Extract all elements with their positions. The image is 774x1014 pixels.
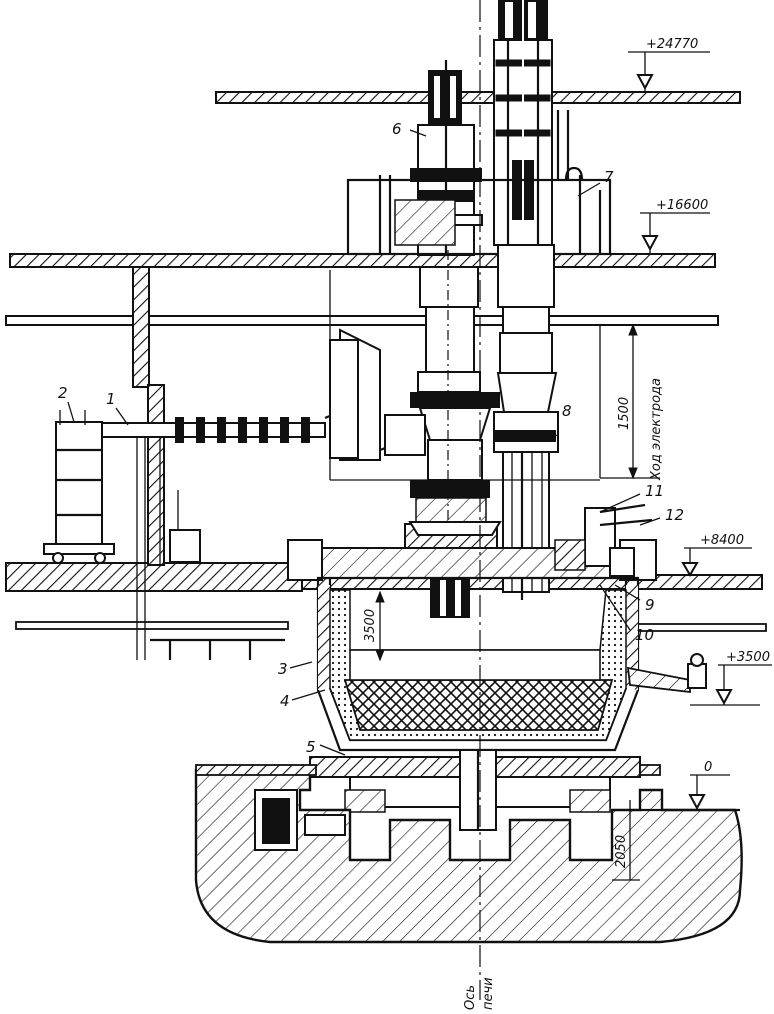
cable-hangers: [150, 490, 285, 660]
callout-4: 4: [280, 692, 290, 710]
callout-11: 11: [645, 482, 664, 500]
dimension-2050: 2050: [614, 835, 629, 868]
electrode-travel-label: Ход электрода: [649, 378, 664, 481]
callout-7: 7: [604, 168, 614, 186]
elevation-marker-8400: [681, 547, 752, 577]
busbar-flexible-line: [99, 328, 426, 461]
foundation: [194, 764, 743, 944]
callout-leaders: [67, 129, 661, 756]
roof-ring-mechanisms: [554, 503, 653, 577]
crane-rail-beam: [5, 315, 719, 326]
callout-1: 1: [106, 390, 116, 408]
platform-top: [215, 91, 741, 104]
elevation-marker-24770: [628, 51, 710, 92]
furnace-lining: [329, 589, 627, 741]
elevation-16600: +16600: [656, 198, 708, 213]
dimension-2050-line: [612, 800, 640, 881]
callout-3: 3: [278, 660, 288, 678]
elevation-8400: +8400: [700, 533, 744, 548]
elevation-0: 0: [704, 760, 712, 775]
furnace-roof: [287, 521, 657, 618]
callout-9: 9: [645, 596, 655, 614]
callout-12: 12: [665, 506, 684, 524]
axis-label-line1: Ось: [463, 985, 478, 1010]
top-mechanism-frame: [346, 110, 612, 256]
tap-spout: [626, 653, 707, 694]
elevation-marker-16600: [640, 212, 710, 254]
callout-2: 2: [58, 384, 68, 402]
callout-6: 6: [392, 120, 402, 138]
dimension-1500: 1500: [617, 397, 632, 430]
dimension-3500: 3500: [363, 609, 378, 642]
electrode-column-right: [493, 0, 553, 250]
elevation-marker-3500: [690, 664, 772, 706]
callout-8: 8: [562, 402, 572, 420]
dimension-3500-line: [375, 590, 385, 662]
axis-label-line2: печи: [481, 977, 496, 1010]
elevation-3500: +3500: [726, 650, 770, 665]
electrode-holder-right: [493, 244, 559, 600]
transformer-trolley: [43, 410, 115, 564]
callout-10: 10: [635, 626, 654, 644]
elevation-24770: +24770: [646, 37, 698, 52]
elevation-marker-0: [688, 774, 730, 811]
rotating-platform: [309, 749, 641, 831]
callout-5: 5: [306, 738, 316, 756]
platform-middle: [9, 253, 716, 268]
